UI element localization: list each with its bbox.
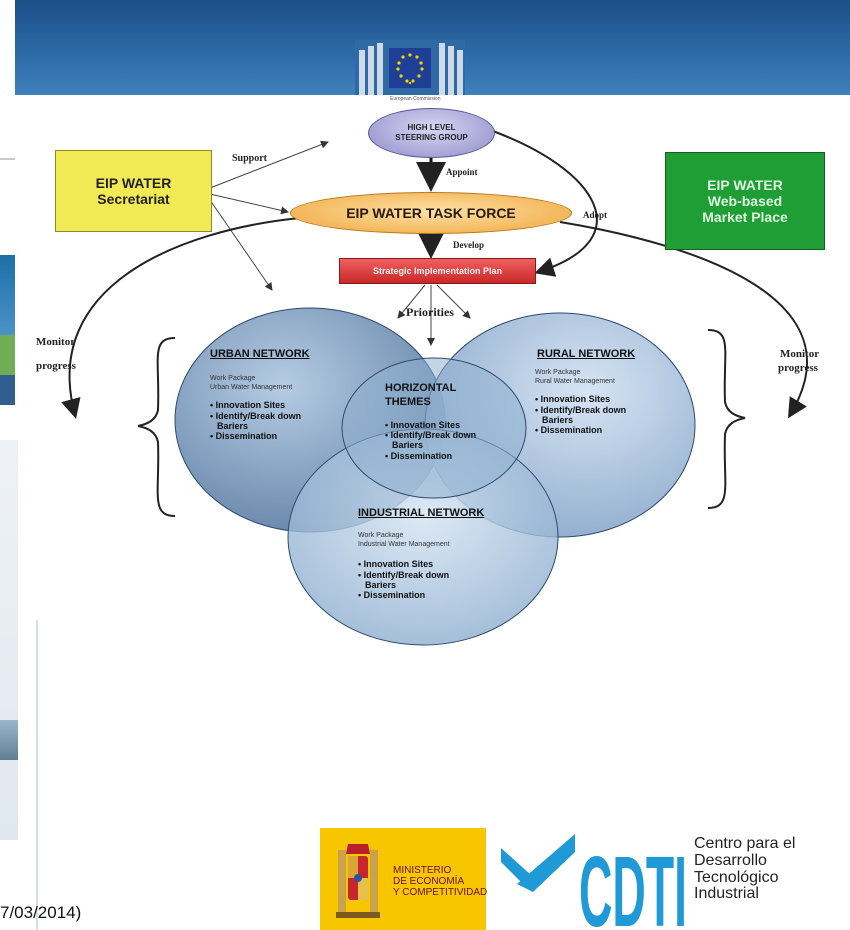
steering-line2: STEERING GROUP bbox=[395, 133, 468, 142]
rural-network-title: RURAL NETWORK bbox=[537, 348, 636, 360]
rural-network-text: RURAL NETWORK Work Package Rural Water M… bbox=[535, 348, 635, 436]
industrial-b3: Bariers bbox=[365, 579, 397, 590]
secretariat-network-arrow bbox=[209, 199, 273, 291]
european-commission-logo-icon bbox=[355, 40, 465, 95]
spain-coat-of-arms-icon bbox=[336, 844, 380, 918]
develop-label: Develop bbox=[453, 240, 484, 250]
steering-line1: HIGH LEVEL bbox=[407, 123, 456, 133]
rural-wp2: Rural Water Management bbox=[535, 378, 615, 386]
industrial-b4: • Dissemination bbox=[358, 590, 426, 601]
priorities-label: Priorities bbox=[406, 305, 454, 319]
left-strip-green bbox=[0, 335, 15, 375]
industrial-wp2: Industrial Water Management bbox=[358, 541, 450, 549]
support-arrow bbox=[209, 140, 329, 189]
urban-b1: • Innovation Sites bbox=[210, 400, 286, 411]
secretariat-taskforce-arrow bbox=[209, 193, 289, 215]
horizontal-b3: Bariers bbox=[392, 440, 424, 451]
urban-b3: Bariers bbox=[217, 420, 249, 431]
left-brace bbox=[137, 337, 176, 517]
urban-b2: • Identify/Break down bbox=[210, 410, 302, 421]
monitor-right-label-1: Monitor bbox=[780, 348, 820, 360]
cdti-text: Centro para el Desarrollo Tecnológico In… bbox=[694, 835, 796, 903]
marketplace-line1: EIP WATER bbox=[707, 176, 783, 193]
ministerio-line2: DE ECONOMÍA bbox=[393, 876, 465, 887]
monitor-right-label-2: progress bbox=[778, 362, 818, 374]
appoint-label: Appoint bbox=[446, 167, 478, 177]
urban-wp1: Work Package bbox=[210, 375, 256, 382]
strategic-implementation-plan: Strategic Implementation Plan bbox=[339, 258, 536, 284]
left-strip-blue bbox=[0, 255, 15, 335]
left-strip-photo bbox=[0, 720, 18, 760]
right-brace bbox=[707, 329, 746, 509]
monitor-left-label-2: progress bbox=[36, 360, 76, 372]
secretariat-line1: EIP WATER bbox=[95, 174, 172, 191]
industrial-wp1: Work Package bbox=[358, 532, 404, 539]
industrial-network-text: INDUSTRIAL NETWORK Work Package Industri… bbox=[358, 507, 484, 601]
marketplace-line2: Web-based bbox=[707, 192, 783, 209]
support-label: Support bbox=[232, 153, 268, 164]
eip-water-secretariat-box: EIP WATER Secretariat bbox=[55, 150, 212, 232]
ministerio-line3: Y COMPETITIVIDAD bbox=[393, 887, 488, 898]
horizontal-b1: • Innovation Sites bbox=[385, 419, 461, 430]
secretariat-line2: Secretariat bbox=[97, 191, 170, 207]
horizontal-title1: HORIZONTAL bbox=[385, 382, 457, 394]
cdti-wordmark: CDTI bbox=[579, 836, 687, 930]
cdti-line3: Tecnológico bbox=[694, 868, 779, 886]
cdti-line2: Desarrollo bbox=[694, 851, 767, 869]
horizontal-themes-text: HORIZONTAL THEMES • Innovation Sites • I… bbox=[385, 382, 476, 461]
monitor-left-label-1: Monitor bbox=[36, 336, 76, 348]
rural-b4: • Dissemination bbox=[535, 425, 603, 436]
rural-b1: • Innovation Sites bbox=[535, 394, 611, 405]
left-strip-divider bbox=[0, 158, 15, 160]
rural-wp1: Work Package bbox=[535, 369, 581, 376]
adopt-arrow bbox=[489, 129, 598, 277]
monitor-progress-left-arrow bbox=[61, 217, 301, 419]
rural-b2: • Identify/Break down bbox=[535, 404, 627, 415]
horizontal-b4: • Dissemination bbox=[385, 450, 453, 461]
rural-b3: Bariers bbox=[542, 414, 574, 425]
priorities-arrow-left bbox=[397, 284, 426, 319]
marketplace-line3: Market Place bbox=[702, 209, 788, 226]
sip-label: Strategic Implementation Plan bbox=[372, 266, 503, 276]
urban-wp2: Urban Water Management bbox=[210, 384, 293, 392]
ministerio-line1: MINISTERIO bbox=[393, 865, 452, 876]
left-strip-dark bbox=[0, 375, 15, 405]
ec-caption: European Commission bbox=[390, 96, 441, 102]
urban-b4: • Dissemination bbox=[210, 431, 278, 442]
task-force-label: EIP WATER TASK FORCE bbox=[346, 205, 516, 221]
horizontal-themes-circle bbox=[341, 357, 527, 499]
vertical-divider bbox=[36, 620, 38, 930]
horizontal-b2: • Identify/Break down bbox=[385, 429, 477, 440]
urban-network-title: URBAN NETWORK bbox=[210, 348, 310, 360]
adopt-label: Adopt bbox=[583, 210, 608, 220]
horizontal-title2: THEMES bbox=[385, 395, 431, 408]
monitor-progress-right-arrow bbox=[559, 221, 808, 419]
date-text: 7/03/2014) bbox=[0, 903, 82, 922]
cdti-line1: Centro para el bbox=[694, 835, 796, 852]
industrial-b1: • Innovation Sites bbox=[358, 559, 434, 570]
priorities-arrow-right bbox=[436, 284, 471, 319]
urban-network-text: URBAN NETWORK Work Package Urban Water M… bbox=[210, 348, 310, 442]
cdti-line4: Industrial bbox=[694, 885, 759, 903]
eip-water-market-place-box: EIP WATER Web-based Market Place bbox=[665, 152, 825, 250]
cdti-logo-icon: CDTI bbox=[501, 834, 687, 930]
eip-water-task-force: EIP WATER TASK FORCE bbox=[290, 192, 572, 234]
industrial-b2: • Identify/Break down bbox=[358, 569, 450, 580]
industrial-network-title: INDUSTRIAL NETWORK bbox=[358, 507, 485, 519]
ministerio-text: MINISTERIO DE ECONOMÍA Y COMPETITIVIDAD bbox=[393, 865, 487, 898]
